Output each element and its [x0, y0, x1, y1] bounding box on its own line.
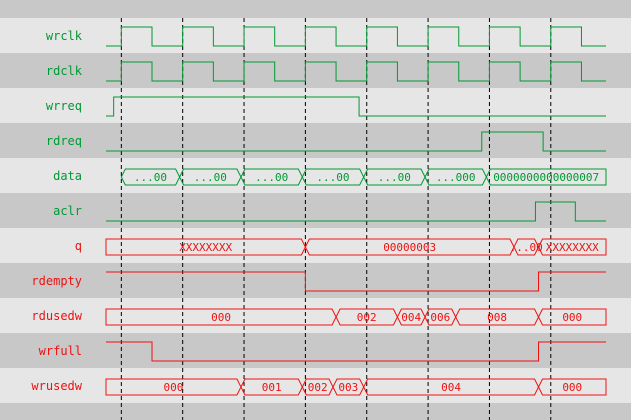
signal-name-wrusedw: wrusedw	[31, 379, 82, 393]
bus-value: ...00	[194, 171, 227, 184]
bus-value: 001	[262, 381, 282, 394]
signal-name-rdreq: rdreq	[46, 134, 82, 148]
wire-trace	[106, 271, 606, 292]
bus-segment	[537, 378, 607, 396]
wave-wrusedw: 000 001 002 003 004 000	[105, 378, 607, 396]
bus-value: ...00	[255, 171, 288, 184]
row-wrfull	[0, 333, 631, 368]
clock-trace	[106, 26, 606, 47]
bus-value: 004	[401, 311, 421, 324]
signal-name-aclr: aclr	[53, 204, 82, 218]
bus-value: 000	[211, 311, 231, 324]
bus-value: 000	[164, 381, 184, 394]
row-rdusedw	[0, 298, 631, 333]
signal-name-rdusedw: rdusedw	[31, 309, 82, 323]
bus-value: 00000003	[383, 241, 436, 254]
wave-wrfull	[106, 341, 606, 362]
bus-value: ...00	[134, 171, 167, 184]
wire-trace	[106, 131, 606, 152]
clock-trace	[106, 61, 606, 82]
signal-names: wrclk rdclk wrreq rdreq data aclr q rdempty rdus…	[31, 29, 82, 393]
bus-segment	[537, 308, 607, 326]
wave-data: ...00 ...00 ...00 ...00 ...00 ...000 000000000…	[120, 168, 607, 186]
signal-name-data: data	[53, 169, 82, 183]
signal-name-wrreq: wrreq	[46, 99, 82, 113]
bus-value: 006	[430, 311, 450, 324]
row-wrclk	[0, 18, 631, 53]
signal-name-wrfull: wrfull	[39, 344, 82, 358]
bus-value: 002	[308, 381, 328, 394]
wave-wrclk	[106, 26, 606, 47]
bus-value: 000	[562, 381, 582, 394]
signal-name-rdempty: rdempty	[31, 274, 82, 288]
row-aclr	[0, 193, 631, 228]
bus-value: ...00	[316, 171, 349, 184]
bus-value: XXXXXXXX	[179, 241, 232, 254]
wave-rdempty	[106, 271, 606, 292]
wave-wrreq	[106, 96, 606, 117]
signal-name-wrclk: wrclk	[46, 29, 83, 43]
wave-rdreq	[106, 131, 606, 152]
bus-segment	[485, 168, 607, 186]
wave-rdusedw: 000 002 004 006 008 000	[105, 308, 607, 326]
signal-name-rdclk: rdclk	[46, 64, 83, 78]
bus-value: 000	[562, 311, 582, 324]
wire-trace	[106, 96, 606, 117]
row-wrusedw	[0, 368, 631, 403]
bus-segment	[537, 238, 607, 256]
bus-value: ...000	[436, 171, 476, 184]
wave-rdclk	[106, 61, 606, 82]
row-rdempty	[0, 263, 631, 298]
signal-name-q: q	[75, 239, 82, 253]
wave-aclr	[106, 201, 606, 222]
row-q	[0, 228, 631, 263]
bus-value: ...00	[510, 241, 543, 254]
row-wrreq	[0, 88, 631, 123]
row-rdreq	[0, 123, 631, 158]
signal-rows	[0, 18, 631, 403]
row-rdclk	[0, 53, 631, 88]
wire-trace	[106, 201, 606, 222]
bus-value: 0000000000000007	[493, 171, 599, 184]
row-data	[0, 158, 631, 193]
bus-value: 008	[487, 311, 507, 324]
bus-value: XXXXXXXX	[546, 241, 599, 254]
bus-value: ...00	[378, 171, 411, 184]
bus-value: 002	[357, 311, 377, 324]
wire-trace	[106, 341, 606, 362]
time-gridlines	[120, 18, 552, 420]
bus-value: 004	[441, 381, 461, 394]
bus-value: 003	[338, 381, 358, 394]
